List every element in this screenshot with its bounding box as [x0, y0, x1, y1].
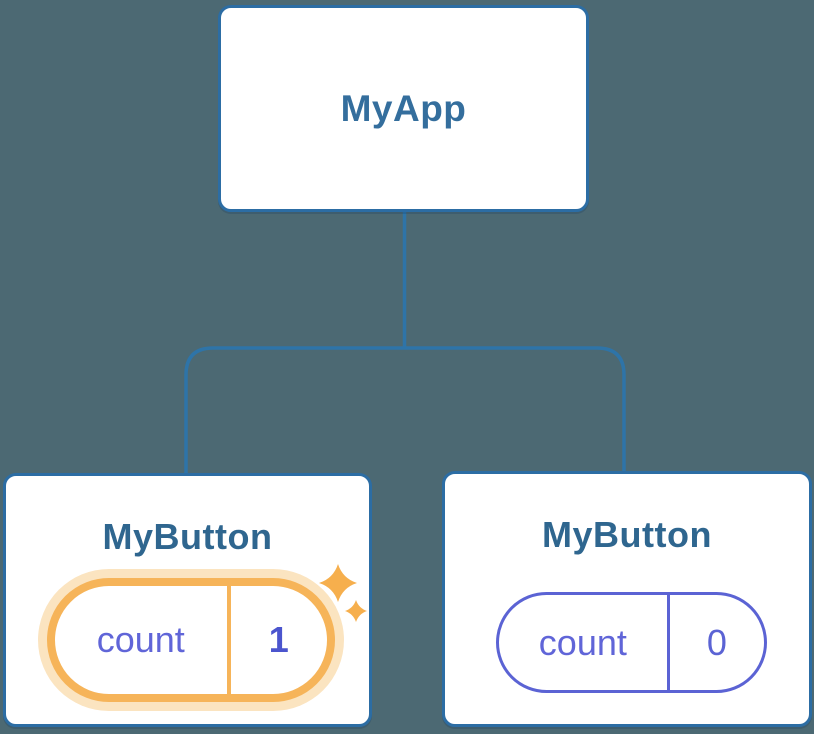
state-label: count	[96, 619, 185, 660]
node-mybutton-left: MyButton count 1	[3, 473, 372, 727]
pill-divider	[666, 595, 670, 690]
node-myapp: MyApp	[218, 5, 589, 212]
state-value: 1	[268, 619, 289, 660]
state-value: 0	[706, 621, 727, 663]
state-pill-count-right: count 0	[496, 592, 767, 693]
sparkle-large-icon	[319, 564, 357, 602]
node-myapp-title: MyApp	[340, 87, 467, 129]
pill-divider	[226, 586, 231, 694]
node-mybutton-right-title: MyButton	[542, 514, 712, 555]
node-mybutton-left-title: MyButton	[102, 516, 273, 557]
sparkle-small-icon	[345, 600, 367, 622]
connector-bracket	[184, 346, 626, 473]
node-mybutton-right: MyButton count 0	[442, 471, 812, 727]
state-label: count	[538, 621, 627, 663]
state-pill-count-left: count 1	[47, 578, 335, 702]
